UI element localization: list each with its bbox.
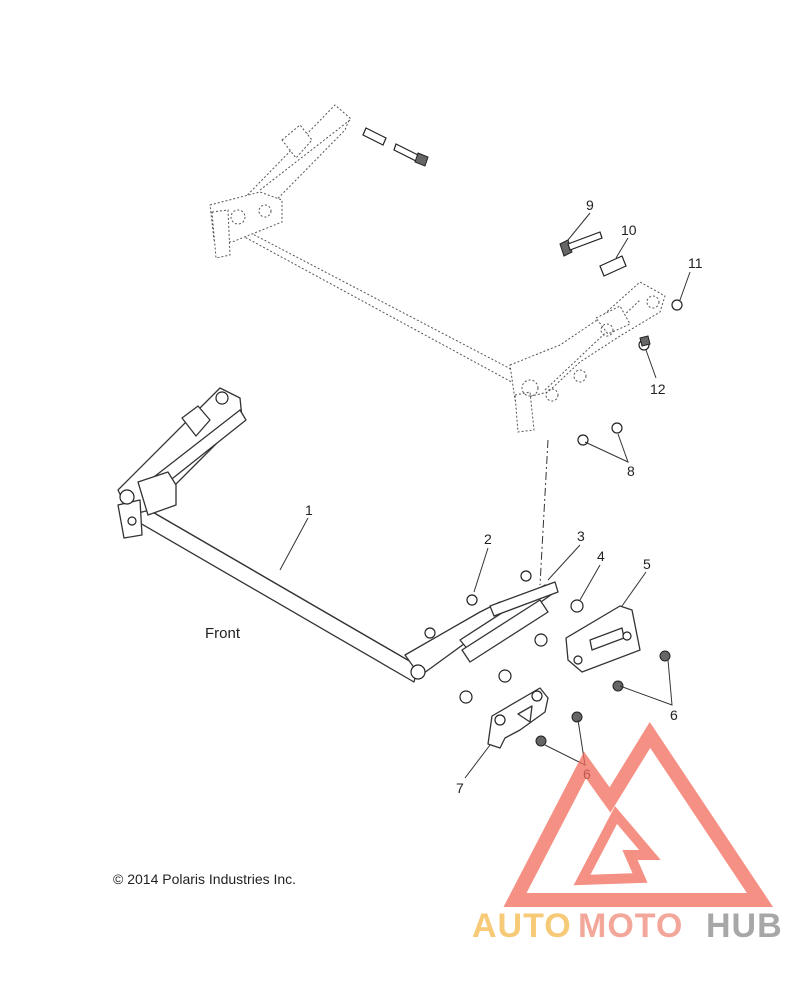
nut-11 (671, 299, 683, 311)
callout-5: 5 (643, 556, 651, 572)
callout-1: 1 (305, 502, 313, 518)
ghost-pin-top (362, 127, 429, 167)
automotohub-logo-icon (503, 722, 774, 907)
automotohub-watermark: AUTO MOTO HUB (472, 722, 783, 945)
ghost-assembly (209, 104, 683, 446)
callout-9: 9 (586, 197, 594, 213)
copyright-text: © 2014 Polaris Industries Inc. (113, 871, 296, 887)
front-label: Front (205, 625, 241, 642)
callout-10: 10 (621, 222, 637, 238)
sway-bar-assembly (117, 387, 671, 749)
bolt-12 (638, 335, 651, 351)
watermark-word-moto: MOTO (578, 907, 683, 945)
callout-3: 3 (577, 528, 585, 544)
bolt-9 (559, 231, 603, 257)
leader-lines (279, 212, 691, 779)
callout-11: 11 (688, 255, 703, 271)
callout-2: 2 (484, 531, 492, 547)
sway-bar-tube (120, 495, 419, 683)
callout-7: 7 (456, 780, 464, 796)
bolts-8 (577, 422, 623, 446)
watermark-word-hub: HUB (706, 907, 783, 945)
sleeve-10 (599, 255, 627, 277)
callout-12: 12 (650, 381, 666, 397)
callout-4: 4 (597, 548, 605, 564)
watermark-word-auto: AUTO (472, 907, 572, 945)
plate-7 (487, 687, 549, 749)
callout-6a: 6 (670, 707, 678, 723)
callout-8: 8 (627, 463, 635, 479)
